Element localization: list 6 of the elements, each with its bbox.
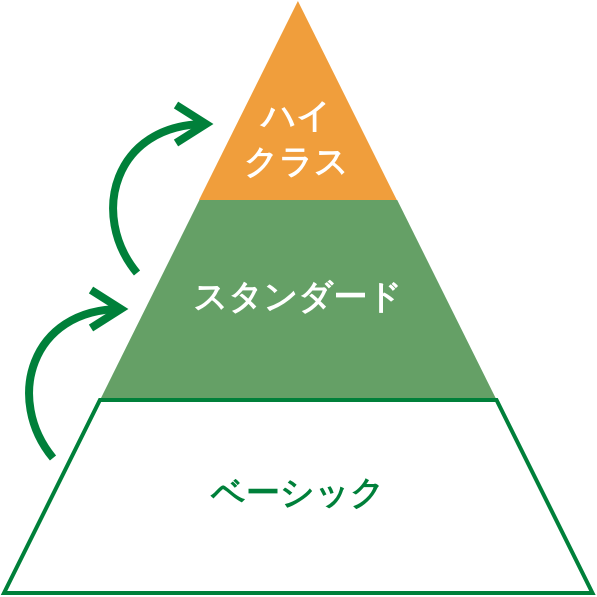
pyramid-tier xyxy=(2,398,594,595)
pyramid-tier xyxy=(199,1,397,200)
pyramid-tier xyxy=(100,200,496,398)
tier-label: ハイクラス xyxy=(244,95,350,184)
tier-label: スタンダード xyxy=(193,276,402,320)
tier-label: ベーシック xyxy=(210,472,385,516)
